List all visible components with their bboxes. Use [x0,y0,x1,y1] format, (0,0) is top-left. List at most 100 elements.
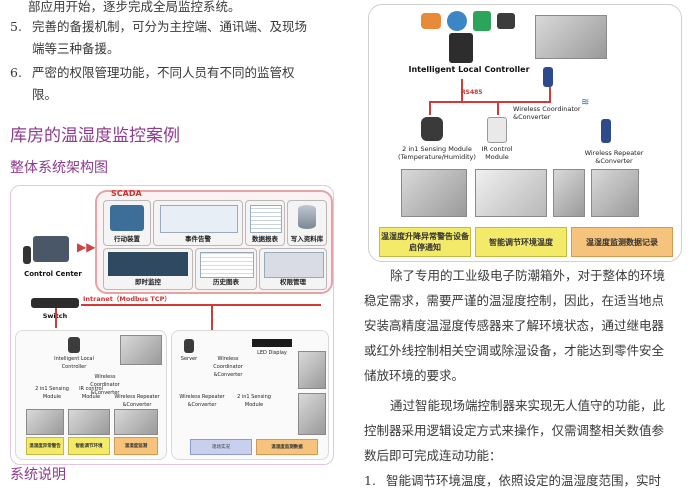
repeater-icon [601,119,611,143]
label-box: 智能调节环境 [68,437,110,455]
controller-label: Intelligent Local Controller [408,65,530,74]
monitor-icon [33,236,69,262]
paragraph-line: 除了专用的工业级电子防潮箱外，对于整体的环境 [390,268,666,283]
sensor-icon [421,117,443,141]
paragraph-line: 通过智能现场端控制器来实现无人值守的功能，此 [390,398,666,413]
server-icon [184,339,194,353]
sensing-module-label: 2 in1 Sensing Module (Temperature/Humidi… [398,145,476,161]
label-box: 现场实况 [190,439,252,455]
rs485-label: RS485 [461,89,483,96]
wifi-icon: ≋ [581,97,590,108]
tile-permission: 权限管理 [259,248,327,290]
sub-heading: 整体系统架构图 [10,160,108,176]
controller-diagram: Intelligent Local Controller RS485 Wirel… [368,4,682,262]
device-label: IR control Module [79,386,103,400]
phone-icon [473,11,491,31]
label-box: 温湿度异常警告 [26,437,64,455]
device-label: Wireless Coordinator &Converter [213,356,243,378]
device-label: Wireless Repeater &Converter [179,394,225,408]
site-photo [535,15,607,59]
control-center-label: Control Center [24,270,82,278]
tile-label: 历史图表 [213,278,239,286]
coordinator-label: Wireless Coordinator &Converter [513,105,581,121]
paragraph-line: 数后即可完成连动功能： [364,448,502,463]
tile-label: 权限管理 [280,278,306,286]
tile-mobile: 行动装置 [103,200,151,246]
list-number: 1. [364,473,376,488]
section-heading: 库房的温湿度监控案例 [10,126,180,146]
site-photo [120,335,162,365]
list-item-text: 完善的备援机制，可分为主控端、通讯端、及现场 [32,19,308,34]
camera-icon [497,13,515,29]
arrow-icon: ▶▶ [77,240,96,254]
site-photo [298,393,326,435]
site-photo [298,351,326,389]
tile-database: 写入资料库 [287,200,327,246]
site-photo [591,169,639,217]
repeater-label: Wireless Repeater &Converter [584,149,644,165]
left-site-panel: Intelligent Local Controller Wireless Co… [15,330,167,460]
tile-report: 数据报表 [245,200,285,246]
switch-icon [31,298,79,308]
architecture-diagram: SCADA 行动装置 事件告警 数据报表 写入资料库 即时监控 历史图表 [10,185,334,465]
tile-label: 行动装置 [114,235,140,243]
device-label: 2 in1 Sensing Module [35,386,69,400]
site-photo [26,409,64,435]
controller-icon [68,337,80,353]
scada-panel: SCADA 行动装置 事件告警 数据报表 写入资料库 即时监控 历史图表 [95,189,333,294]
phone-icon [23,246,31,264]
connector-line [211,304,213,330]
label-box: 温湿度监测数据 [256,439,318,455]
site-photo [114,409,158,435]
tile-alarm: 事件告警 [153,200,243,246]
list-number: 5. [10,19,22,34]
connector-line [461,79,463,101]
intranet-line [81,304,321,306]
device-label: LED Display [257,350,287,356]
cloud-icon [421,13,441,29]
connector-line [429,101,549,103]
ir-module-icon [487,117,507,143]
tile-label: 事件告警 [185,235,211,243]
list-item-text: 限。 [32,87,58,102]
device-label: Server [180,356,198,362]
tile-history: 历史图表 [195,248,257,290]
connector-line [497,101,499,115]
controller-icon [449,33,473,63]
list-item-text: 智能调节环境温度，依照设定的温湿度范围，实时 [386,473,662,488]
scada-label: SCADA [111,189,142,198]
list-item-text: 严密的权限管理功能，不同人员有不同的监管权 [32,65,295,80]
paragraph-line: 或红外线控制相关空调或除湿设备，才能达到零件安全 [364,343,665,358]
site-photo [401,169,467,217]
device-label: Wireless Coordinator &Converter [90,374,120,396]
switch-label: Switch [31,312,79,320]
ir-module-label: IR control Module [481,145,513,161]
label-box: 温湿度监测 [114,437,158,455]
paragraph-line: 稳定需求，需要严谨的温湿度控制，因此，在适当地点 [364,293,665,308]
globe-icon [447,11,467,31]
site-photo [553,169,585,217]
connector-line [55,308,57,328]
tile-label: 数据报表 [252,235,278,243]
tile-label: 写入资料库 [290,235,324,243]
paragraph-line: 安装高精度温湿度传感器来了解环境状态，通过继电器 [364,318,665,333]
label-box: 智能调节环境温度 [475,227,567,257]
label-box: 温湿度监测数据记录 [571,227,673,257]
device-label: 2 in1 Sensing Module [237,394,271,408]
device-label: Wireless Repeater &Converter [114,394,160,408]
right-site-panel: Server Wireless Coordinator &Converter L… [171,330,329,460]
device-label: Intelligent Local Controller [54,356,94,370]
site-photo [68,409,110,435]
tile-realtime: 即时监控 [103,248,193,290]
paragraph-line: 储放环境的要求。 [364,368,465,383]
list-number: 6. [10,65,22,80]
paragraph-line: 控制器采用逻辑设定方式来操作，仅需调整相关数值参 [364,423,665,438]
sub-heading: 系统说明 [10,467,66,483]
label-box: 温湿度升降异常警告设备启停通知 [379,227,471,257]
connector-line [429,101,431,115]
coordinator-icon [543,67,553,87]
list-item-text: 端等三种备援。 [32,41,120,56]
led-display-icon [252,339,292,347]
intranet-label: Intranet（Modbus TCP） [83,295,171,303]
paragraph-line: 部应用开始，逐步完成全局监控系统。 [28,0,241,14]
